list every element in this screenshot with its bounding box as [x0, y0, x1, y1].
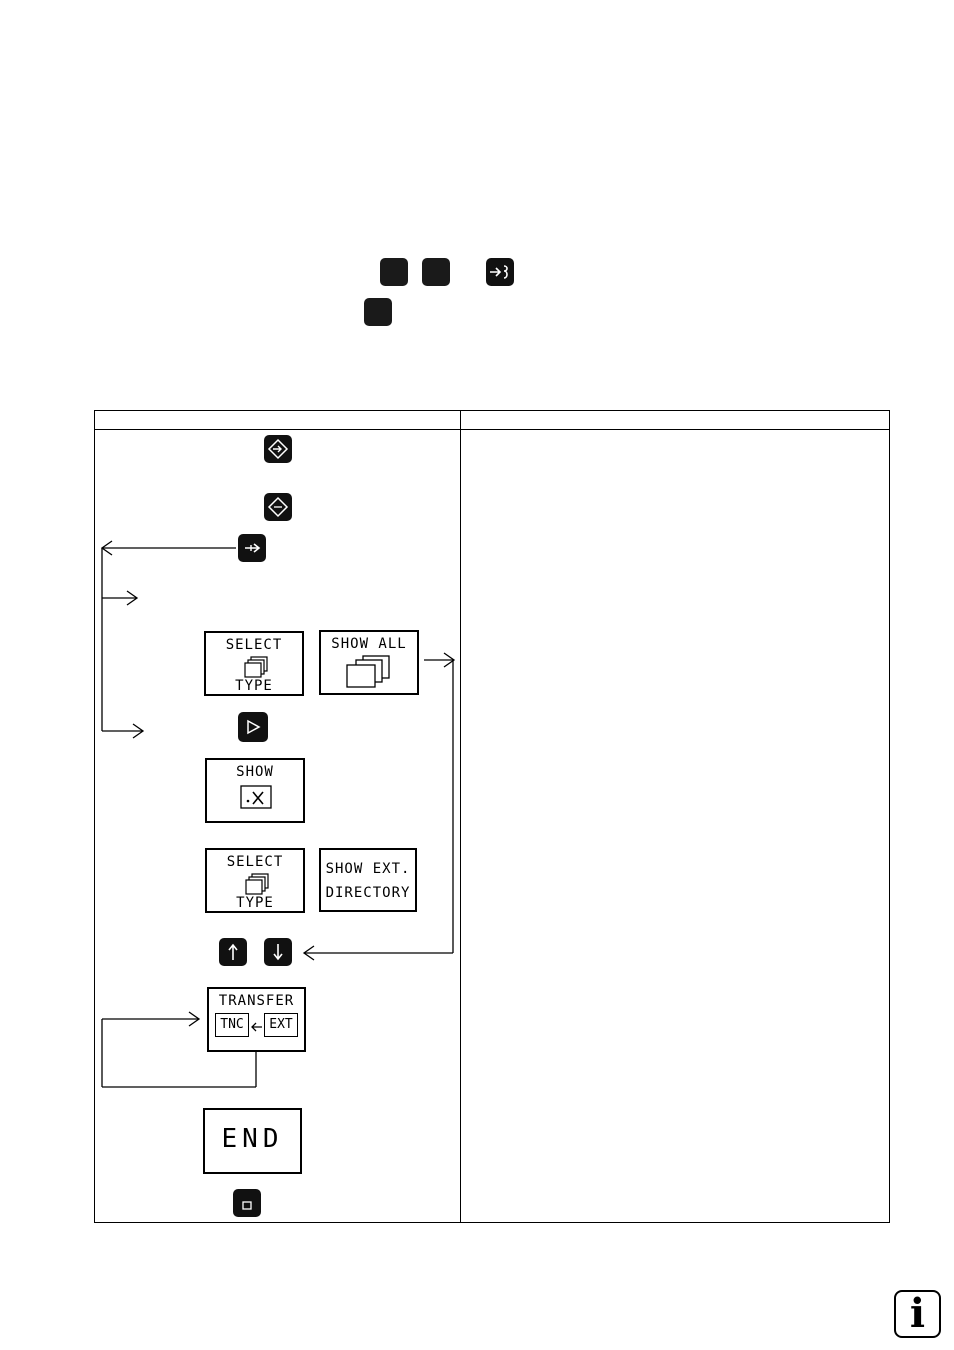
goto-key-icon[interactable]: [238, 712, 268, 742]
select-type-softkey[interactable]: SELECT TYPE: [205, 848, 305, 913]
softkey-line1: SELECT: [226, 854, 284, 870]
data-interface-key-icon[interactable]: [486, 258, 514, 286]
table-header-divider: [94, 429, 890, 430]
blank-key-icon[interactable]: [364, 298, 392, 326]
procedure-table: [94, 410, 890, 1223]
test-run-key-icon[interactable]: [264, 493, 292, 521]
select-type-softkey[interactable]: SELECT TYPE: [204, 631, 304, 696]
tnc-file-label: TNC: [215, 1013, 249, 1037]
ext-file-label: EXT: [264, 1013, 298, 1037]
info-icon: i: [894, 1290, 941, 1338]
end-block-key-icon[interactable]: [233, 1189, 261, 1217]
info-label: i: [909, 1290, 926, 1337]
ext-arrow-key-icon[interactable]: [238, 534, 266, 562]
softkey-line1: SHOW ALL: [331, 636, 407, 652]
softkey-line1: END: [221, 1124, 284, 1154]
show-all-softkey[interactable]: SHOW ALL: [319, 630, 419, 695]
softkey-line1: SHOW: [236, 764, 274, 780]
end-softkey[interactable]: END: [203, 1108, 302, 1174]
softkey-line2: TYPE: [235, 678, 273, 694]
softkey-line1: SHOW EXT.: [325, 861, 411, 877]
file-stack-icon: [346, 655, 390, 688]
blank-key-icon[interactable]: [380, 258, 408, 286]
softkey-line1: TRANSFER: [218, 993, 295, 1009]
show-softkey[interactable]: SHOW: [205, 758, 305, 823]
programming-mode-key-icon[interactable]: [264, 435, 292, 463]
file-stack-icon: [244, 656, 268, 678]
blank-key-icon[interactable]: [422, 258, 450, 286]
transfer-arrow-icon: [251, 1022, 262, 1032]
softkey-line2: DIRECTORY: [325, 885, 411, 901]
file-stack-icon: [245, 873, 269, 895]
show-ext-directory-softkey[interactable]: SHOW EXT. DIRECTORY: [319, 848, 417, 912]
softkey-line2: TYPE: [236, 895, 274, 911]
softkey-line1: SELECT: [225, 637, 283, 653]
transfer-softkey[interactable]: TRANSFER TNC EXT: [207, 987, 306, 1052]
arrow-down-key-icon[interactable]: [264, 938, 292, 966]
arrow-up-key-icon[interactable]: [219, 938, 247, 966]
table-column-divider: [460, 410, 461, 1223]
file-ext-icon: [240, 785, 272, 809]
